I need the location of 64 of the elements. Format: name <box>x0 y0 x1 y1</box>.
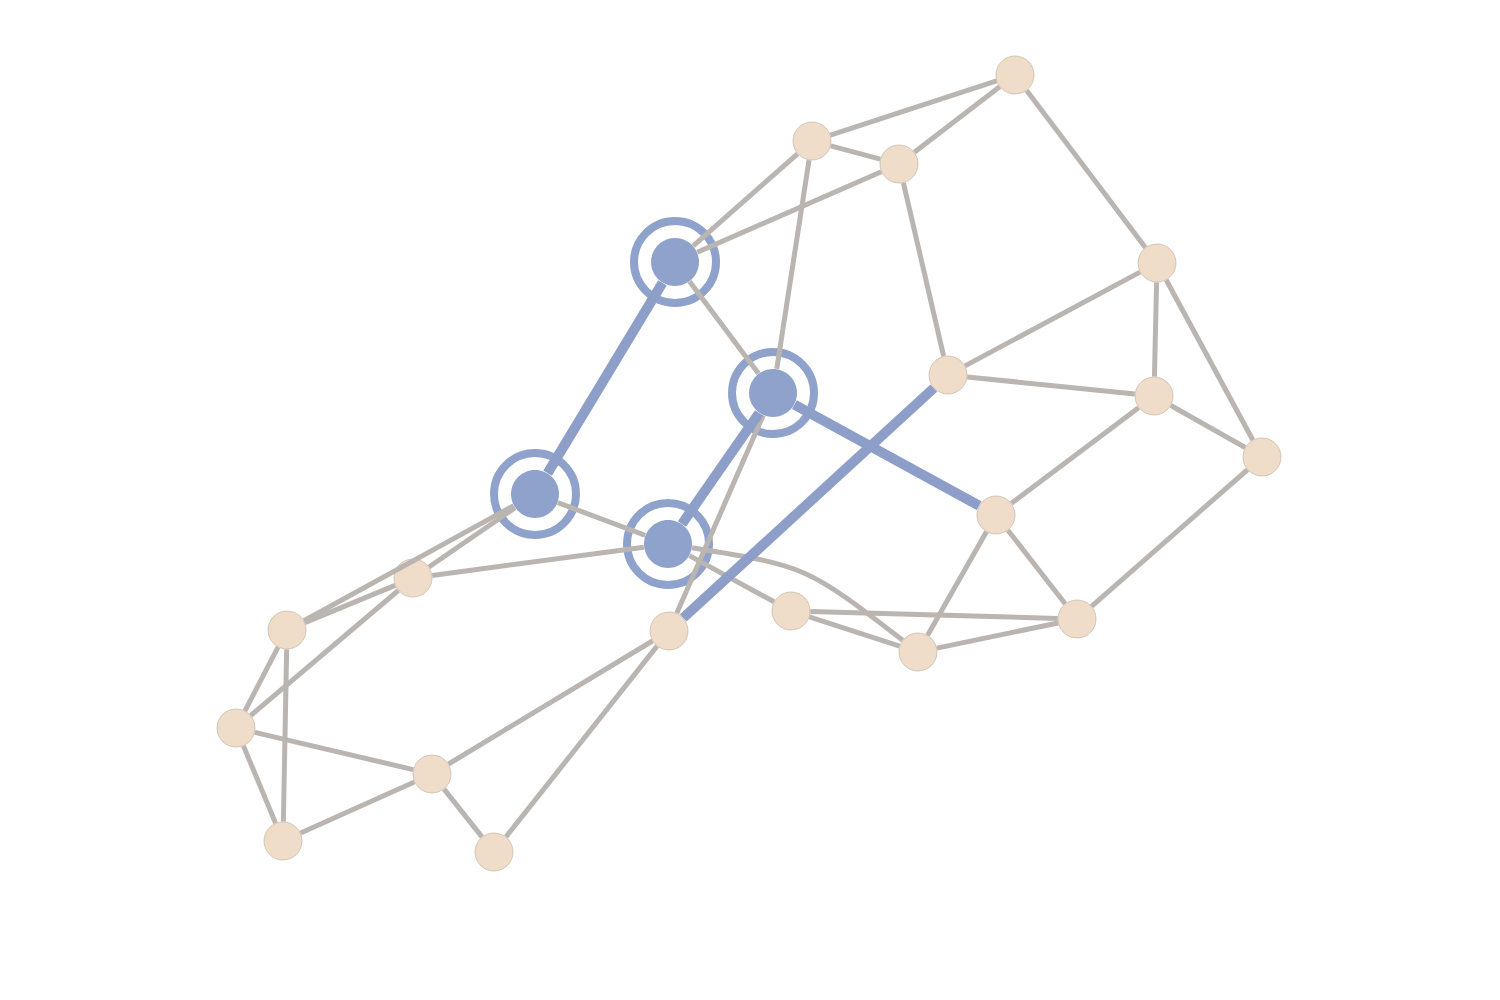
connector-line <box>677 410 764 527</box>
graph-node <box>1137 243 1177 283</box>
connector-line <box>1009 405 1141 506</box>
graph-node <box>216 708 256 748</box>
connector-line <box>254 730 414 773</box>
connector-line <box>543 280 667 476</box>
connector-line <box>427 505 517 570</box>
connector-line <box>1005 528 1068 606</box>
connector-line <box>242 646 281 712</box>
connector-line <box>303 583 397 625</box>
connector-line <box>829 78 998 138</box>
connector-line <box>280 649 290 822</box>
graph-node <box>267 610 307 650</box>
graph-node <box>928 355 968 395</box>
connector-line <box>1024 88 1148 250</box>
connector-line <box>1164 278 1255 442</box>
graph-node <box>474 832 514 872</box>
connector-line <box>925 530 989 637</box>
connector-line <box>791 400 982 511</box>
highlighted-node <box>749 369 797 417</box>
connector-line <box>688 553 776 604</box>
connector-line <box>691 545 905 643</box>
connector-line <box>302 503 515 623</box>
connector-line <box>1151 282 1160 377</box>
connector-line <box>774 159 812 370</box>
connector-line <box>691 151 800 248</box>
connector-line <box>1169 403 1247 450</box>
connector-line <box>830 143 881 162</box>
connector-line <box>810 609 1058 621</box>
connector-line <box>674 414 766 615</box>
connector-line <box>1089 467 1250 609</box>
connector-line <box>900 182 947 357</box>
connector-line <box>912 84 1002 155</box>
graph-node <box>1242 437 1282 477</box>
graph-node <box>1134 376 1174 416</box>
highlighted-node <box>644 520 692 568</box>
graph-node <box>995 55 1035 95</box>
graph-node <box>263 821 303 861</box>
graph-node <box>393 558 433 598</box>
connector-line <box>504 644 659 839</box>
connector-line <box>696 169 883 255</box>
connector-line <box>808 614 901 649</box>
connector-line <box>556 500 647 538</box>
graph-node <box>976 495 1016 535</box>
graph-node <box>412 754 452 794</box>
connector-line <box>679 384 938 622</box>
highlighted-node <box>511 470 559 518</box>
connector-line <box>442 787 484 839</box>
graph-node <box>649 611 689 651</box>
connector-line <box>687 280 761 375</box>
connector-line <box>249 588 400 718</box>
connector-line <box>936 620 1059 651</box>
graph-node <box>792 121 832 161</box>
graph-node <box>879 144 919 184</box>
connector-line <box>447 638 654 767</box>
connector-line <box>431 544 645 578</box>
connector-line <box>241 744 278 825</box>
highlighted-node <box>651 238 699 286</box>
connector-line <box>967 374 1136 397</box>
graph-node <box>1057 599 1097 639</box>
connector-line <box>299 779 416 836</box>
graph-node <box>771 591 811 631</box>
graph-node <box>898 632 938 672</box>
connector-line <box>963 269 1142 369</box>
